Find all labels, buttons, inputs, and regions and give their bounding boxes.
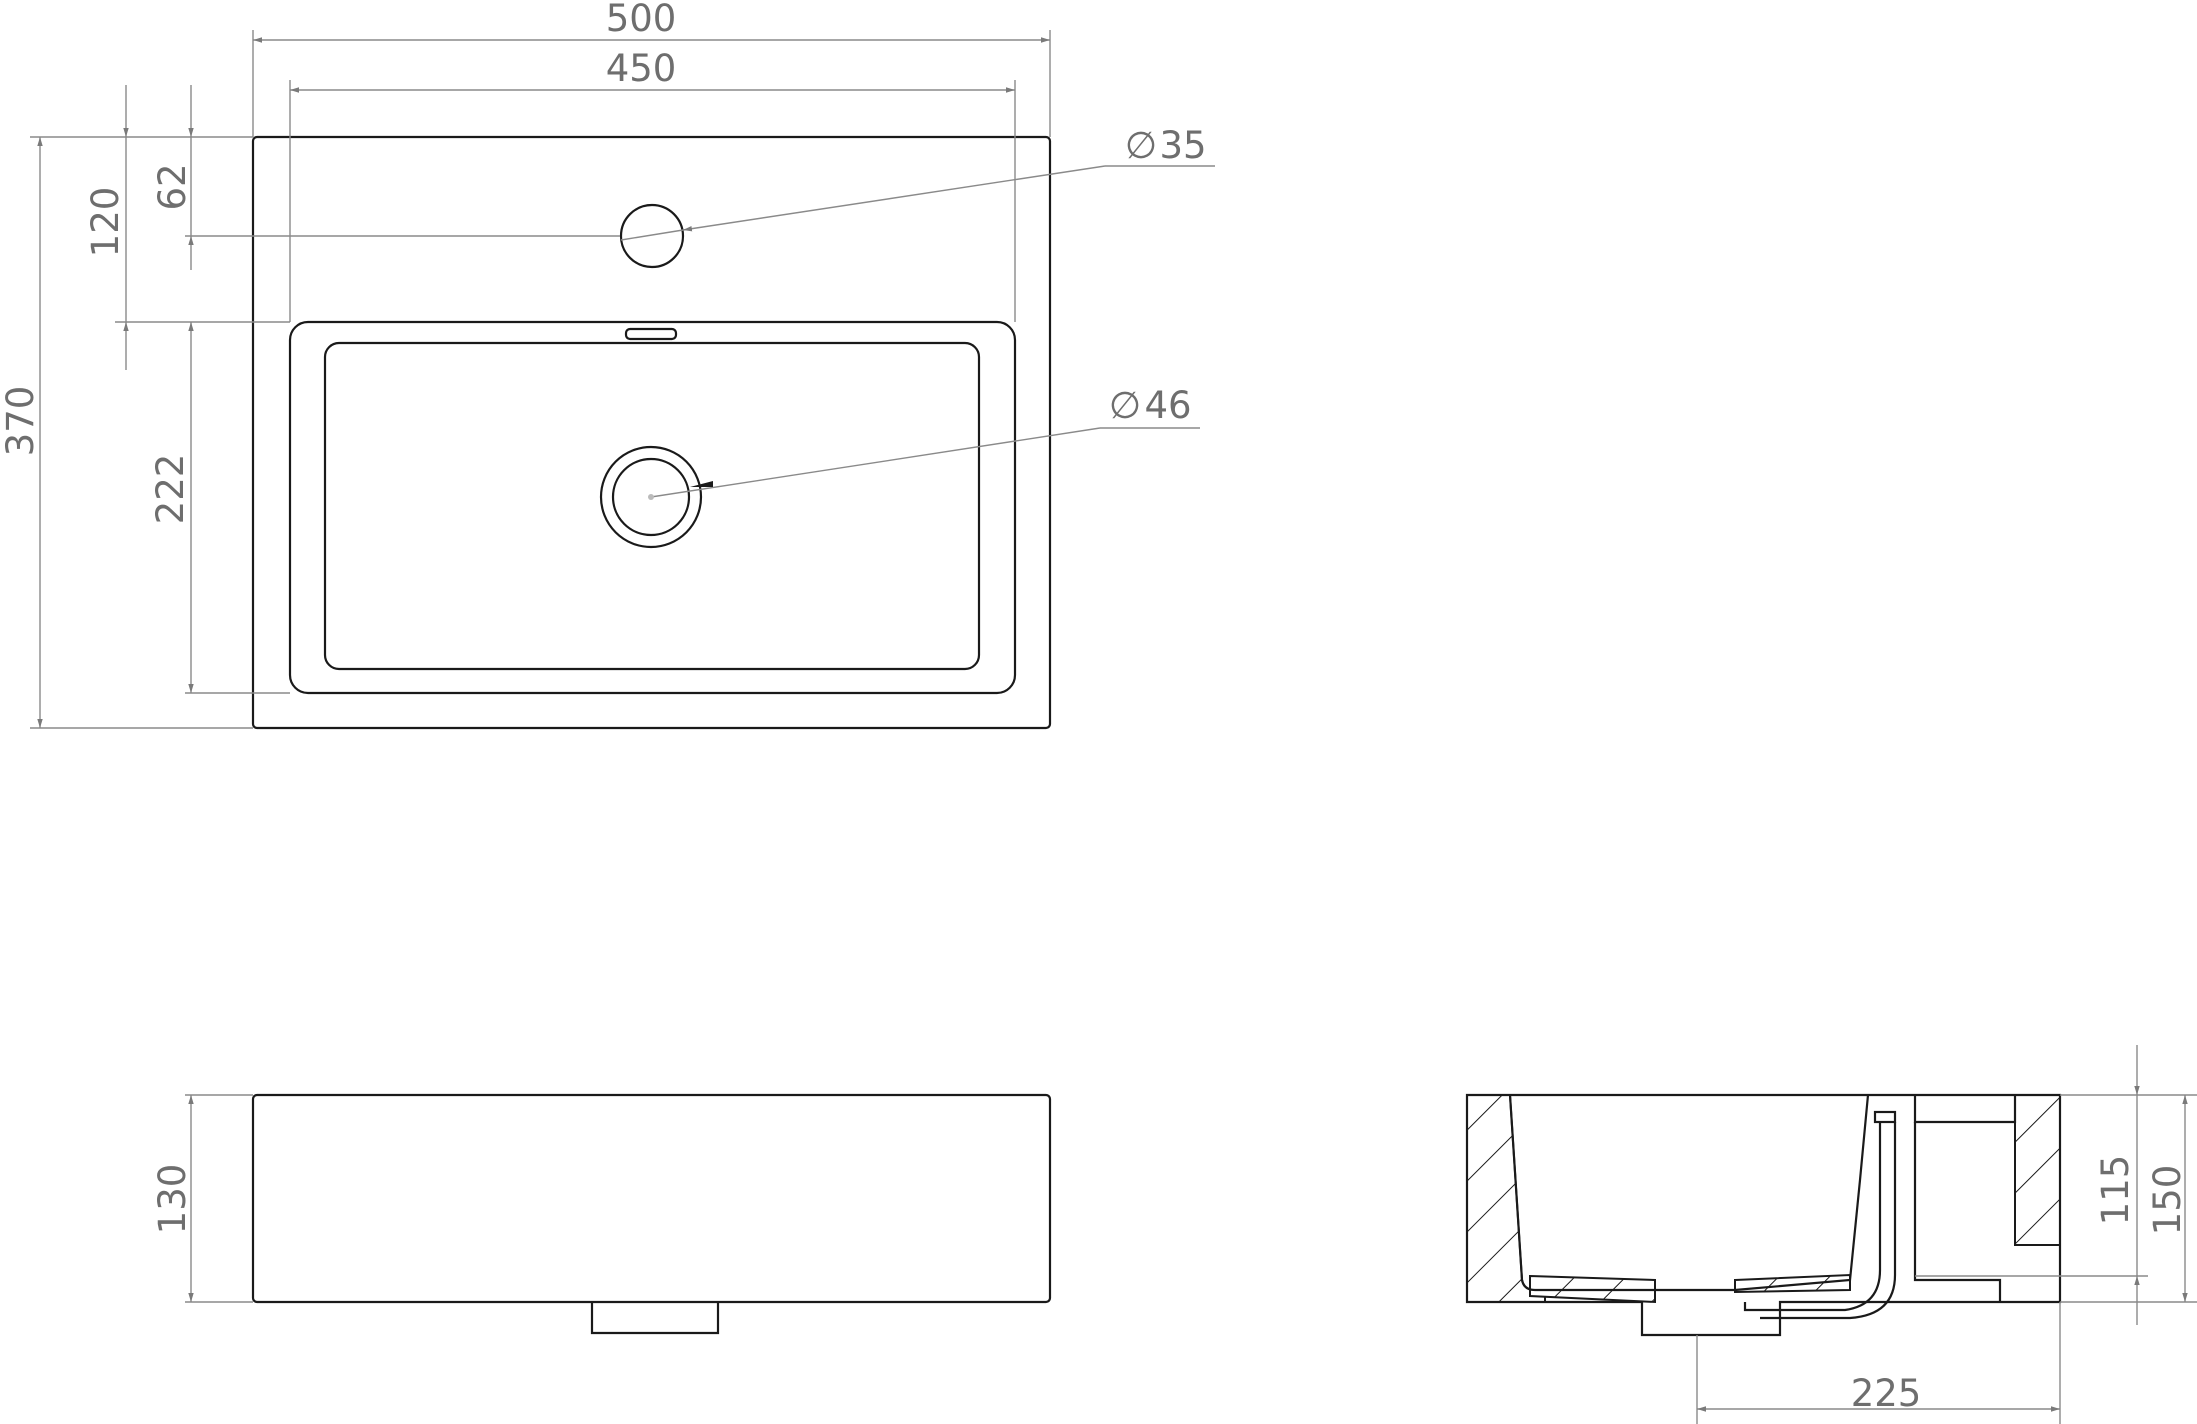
section-outline (1465, 1093, 2062, 1337)
drain-inner (611, 457, 691, 537)
section-basin-curve (1508, 1094, 1655, 1292)
section-right-wall (2014, 1094, 2061, 1246)
diameter-symbol-35: ∅ (1125, 124, 1157, 167)
dim-basin-depth: 222 (149, 454, 192, 525)
tap-hole (619, 203, 685, 269)
section-left-wall (1466, 1094, 1546, 1303)
dim-drain-diameter: 46 (1144, 384, 1191, 427)
top-view: 500 450 370 120 62 222 ∅ 35 (0, 0, 1215, 730)
dim-overall-depth: 370 (0, 386, 42, 457)
section-view: 115 150 225 (1465, 1045, 2197, 1424)
front-view: 130 (151, 1093, 1052, 1335)
sink-outline-top (251, 135, 1052, 730)
drain-center (648, 494, 654, 500)
section-overflow-inner (1760, 1122, 1897, 1320)
section-overflow-slot (1873, 1110, 1897, 1124)
dim-total-height: 150 (2146, 1165, 2189, 1236)
drain-outer (599, 445, 703, 549)
drain-tail-front (590, 1302, 720, 1335)
dim-front-height: 130 (151, 1164, 194, 1235)
dim-drain-offset: 225 (1851, 1372, 1922, 1415)
dim-basin-offset: 120 (84, 187, 127, 258)
section-inner-step (1913, 1122, 2002, 1302)
section-basin-floor (1655, 1094, 1870, 1292)
overflow-slot (624, 327, 678, 341)
dim-tap-hole-offset: 62 (151, 163, 194, 210)
section-overflow-channel (1743, 1122, 1882, 1312)
dim-overall-width: 500 (606, 0, 677, 40)
dim-tap-hole-diameter: 35 (1159, 124, 1206, 167)
section-tap-box (1913, 1095, 2017, 1124)
dim-inner-height: 115 (2094, 1155, 2137, 1226)
basin-rim (288, 320, 1017, 695)
basin-inner (323, 341, 981, 671)
diameter-symbol-46: ∅ (1109, 384, 1141, 427)
dim-inner-width: 450 (606, 47, 677, 90)
sink-outline-front (251, 1093, 1052, 1304)
drain-leader-arrowhead (690, 481, 713, 487)
